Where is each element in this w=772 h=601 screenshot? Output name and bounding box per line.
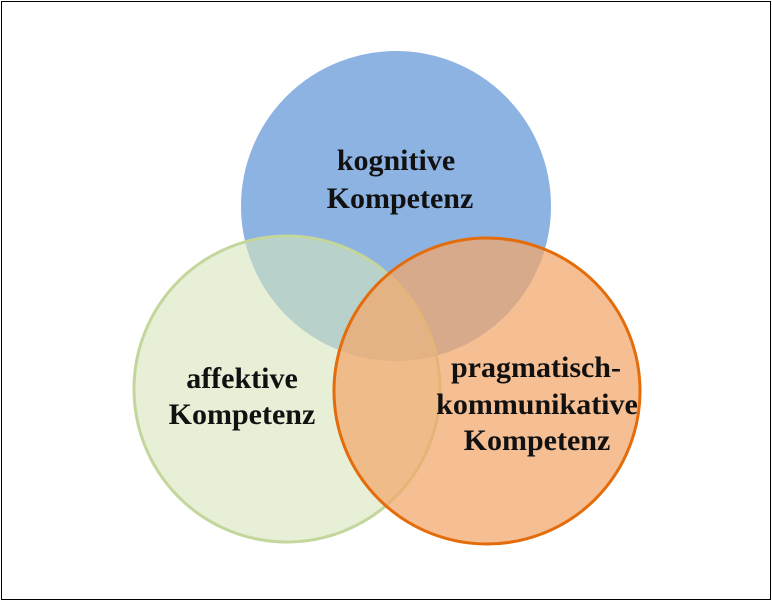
circle-pragmatisch (332, 236, 642, 546)
label-pragmatisch-3: Kompetenz (464, 424, 611, 457)
label-affektive-2: Kompetenz (169, 398, 316, 431)
label-pragmatisch-1: pragmatisch- (451, 351, 621, 384)
label-pragmatisch-2: kommunikative (436, 388, 638, 421)
label-kognitive-1: kognitive (337, 144, 455, 177)
label-kognitive-2: Kompetenz (327, 182, 474, 215)
label-affektive-1: affektive (186, 362, 298, 395)
